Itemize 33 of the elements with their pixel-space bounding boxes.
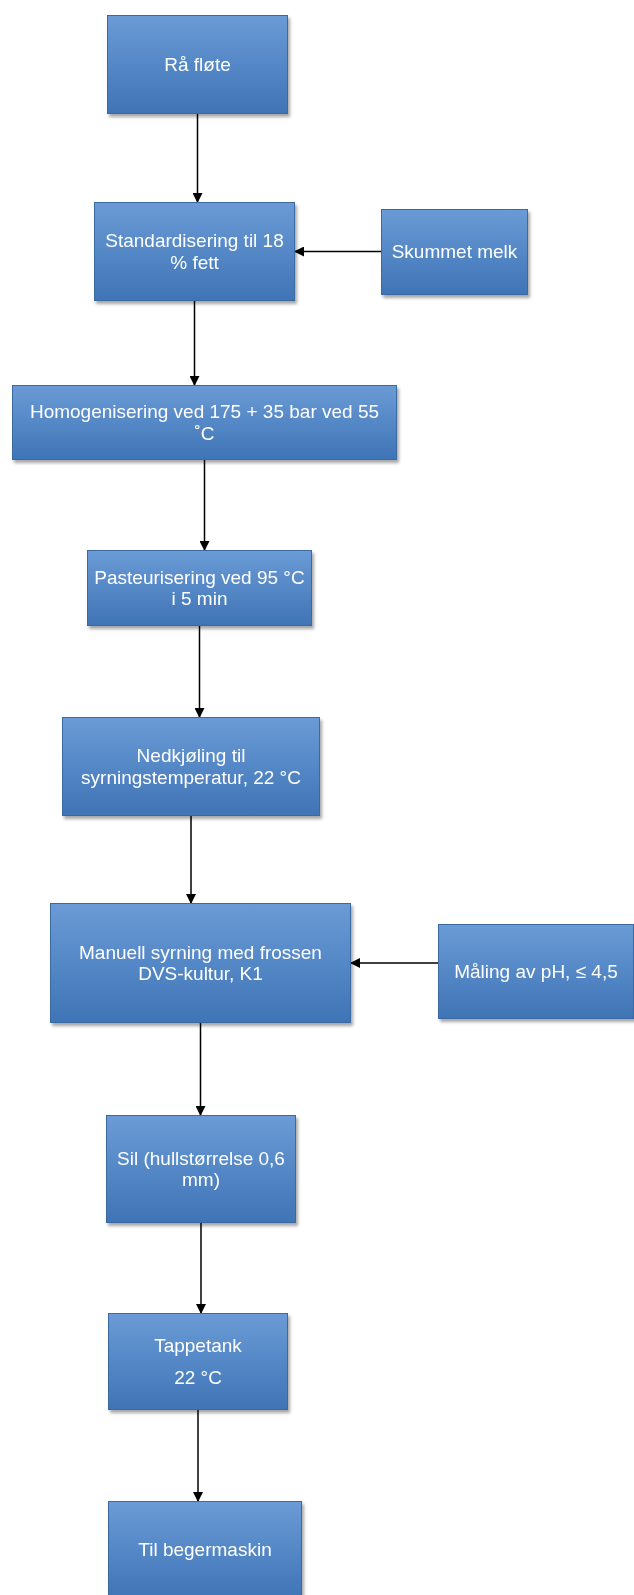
arrow [294,246,382,257]
step-label: Måling av pH, ≤ 4,5 [454,960,618,983]
process-box [87,550,312,626]
arrow [192,113,203,203]
step-label: Rå fløte [164,53,231,76]
arrow [194,625,205,718]
arrow [193,1409,203,1502]
arrow [186,815,196,904]
arrow [196,1222,206,1314]
arrow [350,958,439,968]
process-box [12,385,397,460]
process-box [94,202,295,301]
step-label: Pasteurisering ved 95 °C i 5 min [94,566,305,610]
arrow [199,459,210,551]
arrow [195,1022,206,1116]
process-box [107,15,288,114]
step-label: Homogenisering ved 175 + 35 bar ved 55 ˚C [28,401,381,444]
step-label: Nedkjøling til syrningstemperatur, 22 °C [80,745,302,788]
step-label: 22 °C [174,1366,222,1388]
process-box [106,1115,296,1223]
step-label: Tappetank [154,1335,242,1357]
process-box [381,209,528,295]
process-box [108,1313,288,1410]
step-label: Sil (hullstørrelse 0,6 mm) [116,1147,286,1191]
process-box [438,924,634,1019]
step-label: Standardisering til 18 % fett [104,230,285,273]
step-label: Manuell syrning med frossen DVS-kultur, K1 [78,941,323,985]
step-label: Til begermaskin [138,1539,272,1561]
arrow [189,300,200,386]
process-box [108,1501,302,1595]
step-label: Skummet melk [391,241,518,263]
process-box [50,903,351,1023]
process-box [62,717,320,816]
